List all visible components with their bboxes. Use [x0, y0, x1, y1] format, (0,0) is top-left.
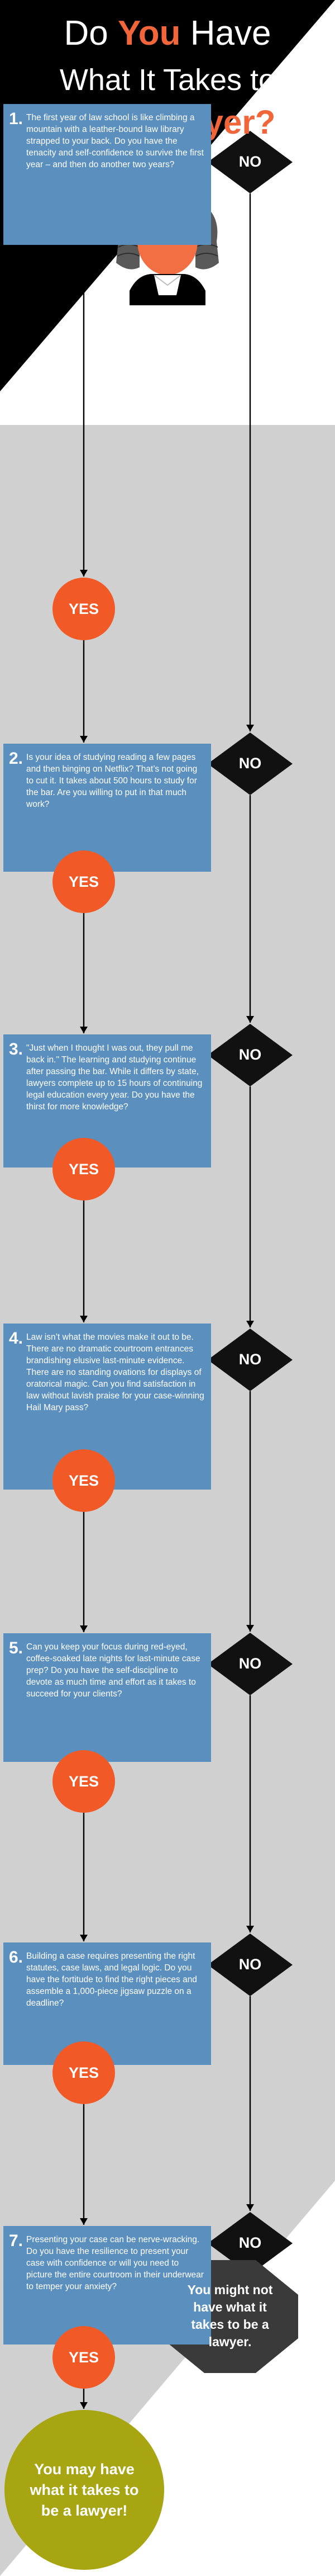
question-text: The first year of law school is like cli…: [26, 113, 204, 169]
question-number: 2.: [9, 749, 23, 768]
no-label-1: NO: [238, 153, 262, 170]
question-box-1: 1.The first year of law school is like c…: [3, 104, 211, 245]
result-positive: You may have what it takes to be a lawye…: [4, 2410, 164, 2570]
arrow-down: [80, 736, 88, 743]
question-number: 1.: [9, 110, 23, 128]
yes-circle-5: YES: [52, 1750, 115, 1813]
question-box-7: 7.Presenting your case can be nerve-wrac…: [3, 2226, 211, 2345]
arrow-down: [80, 1625, 88, 1632]
arrow-down: [246, 1321, 254, 1327]
no-label-2: NO: [238, 755, 262, 772]
question-number: 7.: [9, 2232, 23, 2250]
question-text: Presenting your case can be nerve-wracki…: [26, 2235, 204, 2291]
arrow-down: [246, 2204, 254, 2211]
arrow-down: [246, 1625, 254, 1632]
question-box-6: 6.Building a case requires presenting th…: [3, 1942, 211, 2065]
question-number: 6.: [9, 1948, 23, 1967]
arrow-down: [80, 570, 88, 576]
arrow-down: [80, 1316, 88, 1322]
question-box-3: 3."Just when I thought I was out, they p…: [3, 1034, 211, 1168]
yes-circle-4: YES: [52, 1449, 115, 1512]
result-negative: You might not have what it takes to be a…: [187, 2282, 273, 2349]
question-box-5: 5.Can you keep your focus during red-eye…: [3, 1633, 211, 1762]
yes-circle-2: YES: [52, 850, 115, 913]
yes-circle-1: YES: [52, 578, 115, 640]
question-number: 3.: [9, 1040, 23, 1058]
question-number: 5.: [9, 1639, 23, 1657]
title-line-2: What It Takes to: [59, 63, 276, 97]
no-diamond-2: [208, 732, 293, 795]
question-box-2: 2.Is your idea of studying reading a few…: [3, 744, 211, 872]
no-diamond-6: [208, 1934, 293, 1996]
yes-circle-3: YES: [52, 1138, 115, 1200]
no-diamond-5: [208, 1633, 293, 1695]
arrow-down: [80, 2218, 88, 2225]
no-label-5: NO: [238, 1655, 262, 1672]
no-label-7: NO: [238, 2234, 262, 2251]
arrow-down: [246, 1926, 254, 1932]
title-line-1: Do You Have: [64, 14, 271, 53]
arrow-down: [80, 1027, 88, 1033]
arrow-down: [246, 725, 254, 731]
question-text: "Just when I thought I was out, they pul…: [26, 1043, 203, 1112]
question-text: Law isn’t what the movies make it out to…: [26, 1332, 204, 1412]
arrow-down: [246, 1016, 254, 1023]
no-diamond-1: [208, 131, 293, 193]
no-diamond-3: [208, 1024, 293, 1086]
no-label-3: NO: [238, 1046, 262, 1063]
no-label-6: NO: [238, 1956, 262, 1973]
question-number: 4.: [9, 1329, 23, 1348]
no-label-4: NO: [238, 1351, 262, 1368]
arrow-down: [80, 2402, 88, 2409]
arrow-down: [80, 1935, 88, 1941]
yes-circle-6: YES: [52, 2041, 115, 2104]
no-diamond-7: [208, 2212, 293, 2275]
yes-circle-7: YES: [52, 2326, 115, 2389]
no-diamond-4: [208, 1329, 293, 1391]
question-text: Building a case requires presenting the …: [26, 1951, 197, 2008]
question-text: Is your idea of studying reading a few p…: [26, 753, 198, 809]
question-text: Can you keep your focus during red-eyed,…: [26, 1642, 200, 1699]
